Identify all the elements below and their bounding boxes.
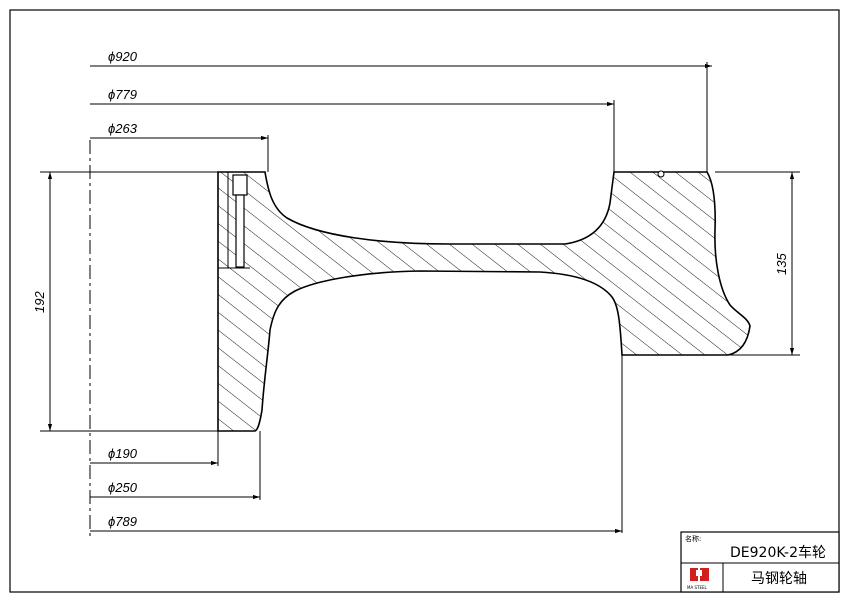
hub-bolt-shaft	[235, 194, 245, 268]
logo-text: MA STEEL	[687, 585, 707, 590]
dim-diameter-779: ϕ779	[108, 87, 137, 102]
ma-steel-logo-icon: MA STEEL	[687, 568, 709, 590]
dim-diameter-190: ϕ190	[108, 446, 138, 461]
wheel-cross-section	[217, 170, 751, 432]
dim-height-192: 192	[32, 291, 47, 313]
section-hatched-area	[217, 171, 751, 432]
extension-lines	[40, 62, 800, 540]
title-company: 马钢轮轴	[751, 571, 807, 587]
dimension-lines	[47, 63, 795, 534]
dim-diameter-920: ϕ920	[108, 49, 138, 64]
title-name-label: 名称:	[685, 534, 701, 543]
small-hole	[657, 170, 665, 178]
title-part-name: DE920K-2车轮	[730, 544, 826, 561]
dim-diameter-250: ϕ250	[108, 480, 138, 495]
drawing-frame	[9, 9, 840, 593]
dim-height-135: 135	[774, 253, 789, 275]
dim-diameter-263: ϕ263	[108, 121, 138, 136]
dim-diameter-789: ϕ789	[108, 514, 137, 529]
title-block: 名称: DE920K-2车轮 MA STEEL 马钢轮轴	[680, 531, 840, 593]
hub-bolt-slot	[232, 174, 248, 196]
